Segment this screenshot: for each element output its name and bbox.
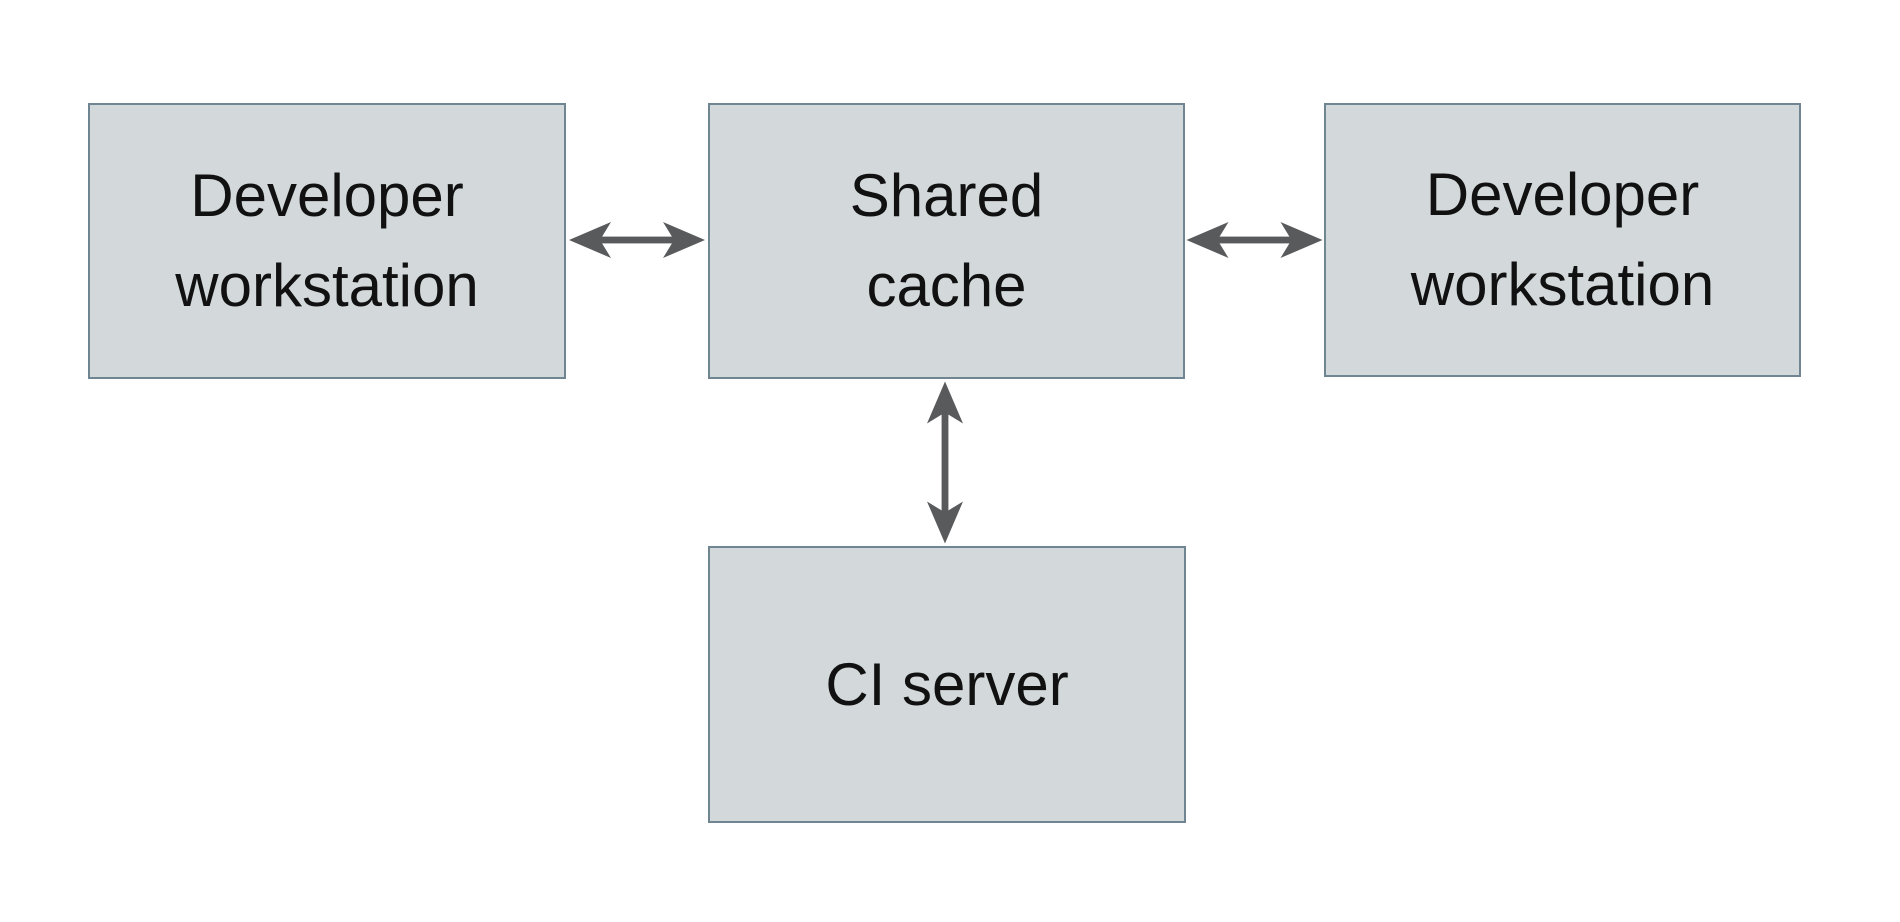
bidirectional-arrow-icon xyxy=(927,381,963,544)
node-ci-server: CI server xyxy=(708,546,1186,823)
node-developer-workstation-right: Developer workstation xyxy=(1324,103,1801,377)
node-shared-cache: Shared cache xyxy=(708,103,1185,379)
bidirectional-arrow-icon xyxy=(569,222,705,258)
node-label: Developer workstation xyxy=(175,162,479,319)
node-label: Developer workstation xyxy=(1410,161,1715,318)
node-label: CI server xyxy=(825,650,1069,718)
node-label: Shared cache xyxy=(849,162,1044,319)
bidirectional-arrow-icon xyxy=(1186,222,1323,258)
node-developer-workstation-left: Developer workstation xyxy=(88,103,566,379)
